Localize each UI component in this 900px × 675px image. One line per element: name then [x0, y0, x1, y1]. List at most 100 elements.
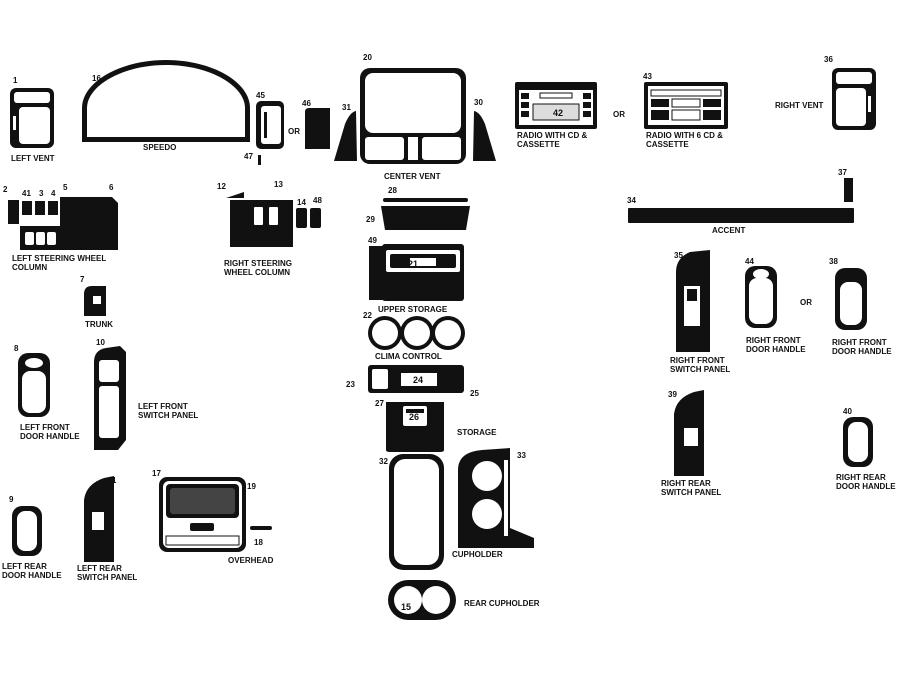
label-or-1: OR: [288, 127, 300, 136]
part-18: [250, 526, 272, 530]
part-number-1: 1: [13, 76, 18, 85]
part-number-22: 22: [363, 311, 372, 320]
label-right-front-switch-line2: SWITCH PANEL: [670, 365, 730, 374]
part-36-right-vent: [832, 68, 876, 130]
part-38-right-front-door-handle-alt: [835, 268, 867, 330]
label-left-rear-door-line1: LEFT REAR: [2, 562, 47, 571]
label-center-vent: CENTER VENT: [384, 172, 441, 181]
part-26-storage: [386, 402, 444, 452]
part-number-32: 32: [379, 457, 388, 466]
label-storage: STORAGE: [457, 428, 497, 437]
label-left-front-switch-line1: LEFT FRONT: [138, 402, 188, 411]
label-left-front-switch-line2: SWITCH PANEL: [138, 411, 198, 420]
part-left-steering-column: [8, 197, 118, 250]
part-21-upper-storage: [369, 244, 464, 301]
part-number-9: 9: [9, 495, 14, 504]
part-number-12: 12: [217, 182, 226, 191]
part-number-13: 13: [274, 180, 283, 189]
label-upper-storage: UPPER STORAGE: [378, 305, 448, 314]
label-right-front-switch-line1: RIGHT FRONT: [670, 356, 725, 365]
part-34-accent: [628, 208, 854, 223]
label-right-front-door-b-line1: RIGHT FRONT: [832, 338, 887, 347]
label-left-front-door-line1: LEFT FRONT: [20, 423, 70, 432]
part-number-5: 5: [63, 183, 68, 192]
part-16-speedo: [82, 60, 250, 142]
part-22-clima-control: [368, 316, 465, 350]
part-number-46: 46: [302, 99, 311, 108]
label-right-front-door-line1: RIGHT FRONT: [746, 336, 801, 345]
part-number-20: 20: [363, 53, 372, 62]
part-number-47: 47: [244, 152, 253, 161]
part-32: [389, 454, 444, 570]
part-40-right-rear-door-handle: [843, 417, 873, 467]
part-number-39: 39: [668, 390, 677, 399]
label-right-front-door-line2: DOOR HANDLE: [746, 345, 806, 354]
label-cupholder: CUPHOLDER: [452, 550, 503, 559]
part-number-25: 25: [470, 389, 479, 398]
part-number-44: 44: [745, 257, 754, 266]
label-right-rear-door-line2: DOOR HANDLE: [836, 482, 896, 491]
part-24: [368, 365, 464, 393]
label-right-rear-door-line1: RIGHT REAR: [836, 473, 886, 482]
label-right-front-door-b-line2: DOOR HANDLE: [832, 347, 892, 356]
part-number-35: 35: [674, 251, 683, 260]
label-or-3: OR: [800, 298, 812, 307]
label-left-rear-door-line2: DOOR HANDLE: [2, 571, 62, 580]
part-number-26: 26: [409, 412, 419, 422]
part-number-28: 28: [388, 186, 397, 195]
part-1-left-vent: [10, 88, 54, 148]
part-33-cupholder: [458, 448, 534, 548]
label-left-front-door-line2: DOOR HANDLE: [20, 432, 80, 441]
part-number-4: 4: [51, 189, 56, 198]
label-right-steering-line2: WHEEL COLUMN: [224, 268, 290, 277]
part-number-45: 45: [256, 91, 265, 100]
label-clima-control: CLIMA CONTROL: [375, 352, 442, 361]
label-right-vent: RIGHT VENT: [775, 101, 824, 110]
part-number-10: 10: [96, 338, 105, 347]
part-8-left-front-door-handle: [18, 353, 50, 417]
label-left-steering-line2: COLUMN: [12, 263, 47, 272]
part-number-49: 49: [368, 236, 377, 245]
part-number-27: 27: [375, 399, 384, 408]
part-number-33: 33: [517, 451, 526, 460]
label-left-rear-switch-line2: SWITCH PANEL: [77, 573, 137, 582]
part-number-42: 42: [553, 108, 563, 118]
part-9-left-rear-door-handle: [12, 506, 42, 556]
part-number-31: 31: [342, 103, 351, 112]
part-10-left-front-switch-panel: [94, 346, 126, 450]
part-number-14: 14: [297, 198, 306, 207]
part-37: [844, 178, 853, 202]
label-trunk: TRUNK: [85, 320, 113, 329]
part-45: [256, 101, 284, 149]
label-speedo: SPEEDO: [143, 143, 176, 152]
part-15-rear-cupholder: [388, 580, 456, 620]
part-30: [473, 111, 496, 161]
part-43-radio-6cd: [644, 82, 728, 129]
part-number-30: 30: [474, 98, 483, 107]
part-31: [334, 111, 357, 161]
part-29: [381, 206, 470, 230]
part-number-43: 43: [643, 72, 652, 81]
label-left-steering-line1: LEFT STEERING WHEEL: [12, 254, 106, 263]
part-right-steering-column: [226, 192, 321, 247]
part-28: [383, 198, 468, 202]
part-11-left-rear-switch-panel: [84, 476, 114, 562]
part-number-2: 2: [3, 185, 8, 194]
part-number-16: 16: [92, 74, 101, 83]
part-46: [305, 108, 330, 149]
part-44-right-front-door-handle: [745, 266, 777, 328]
part-number-8: 8: [14, 344, 19, 353]
part-number-3: 3: [39, 189, 44, 198]
part-number-38: 38: [829, 257, 838, 266]
label-right-steering-line1: RIGHT STEERING: [224, 259, 292, 268]
label-radio-6cd-line1: RADIO WITH 6 CD &: [646, 131, 723, 140]
part-number-37: 37: [838, 168, 847, 177]
part-42-radio: [515, 82, 597, 129]
label-left-vent: LEFT VENT: [11, 154, 55, 163]
part-number-11: 11: [108, 476, 117, 485]
part-number-40: 40: [843, 407, 852, 416]
part-17-overhead: [159, 477, 246, 552]
part-number-34: 34: [627, 196, 636, 205]
